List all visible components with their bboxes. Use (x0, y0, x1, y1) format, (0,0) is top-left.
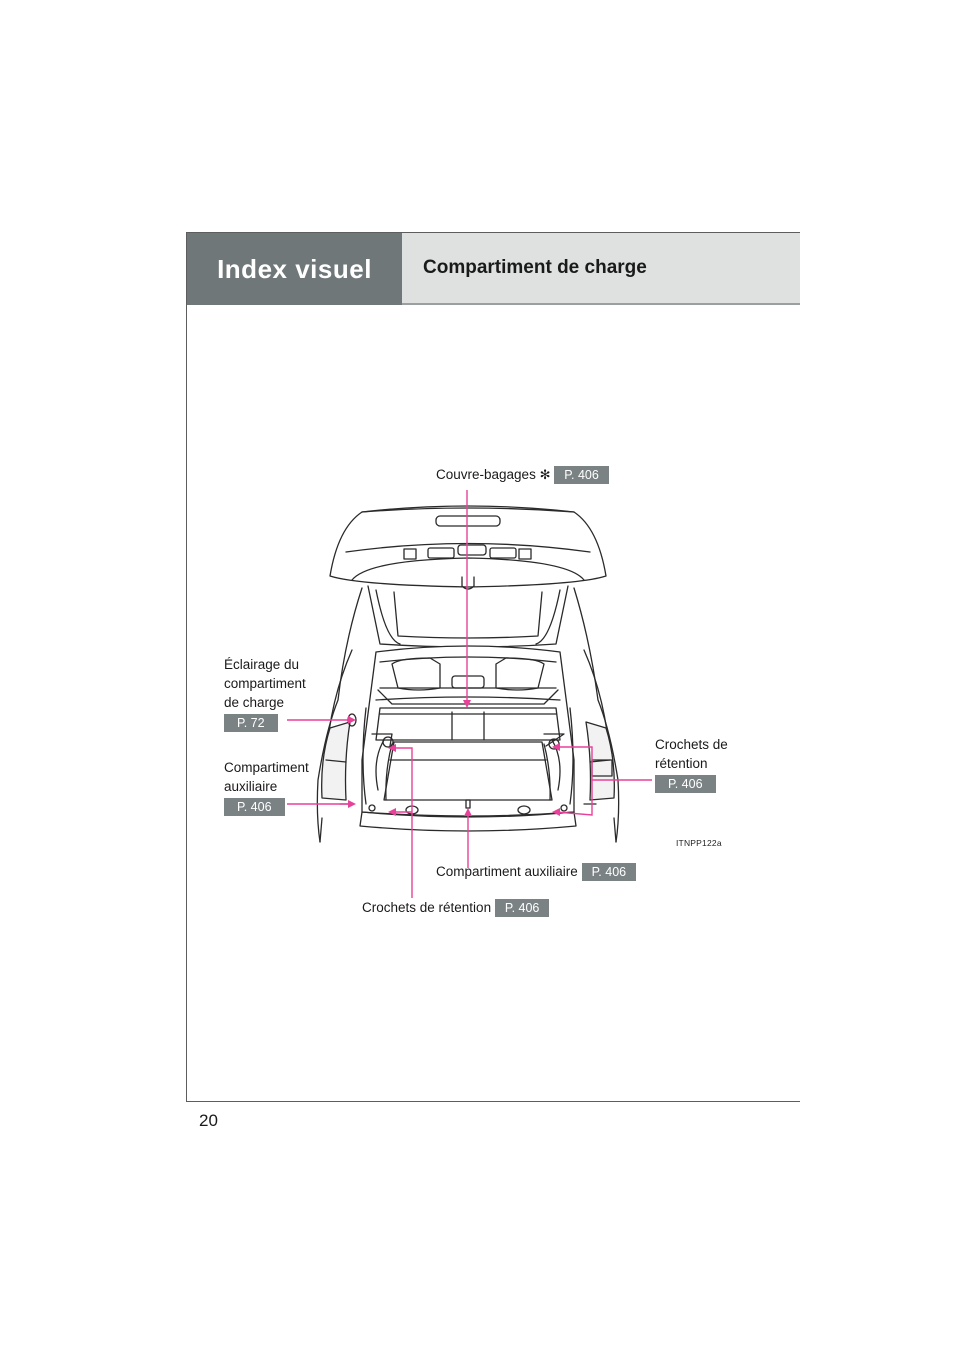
callout-tie-down-right: Crochets de rétention P. 406 (655, 735, 728, 794)
callout-tie-down-right-line2: rétention (655, 756, 708, 771)
callout-cargo-light: Éclairage du compartiment de charge P. 7… (224, 655, 306, 733)
callout-tonneau-cover-label: Couvre-bagages (436, 467, 536, 482)
callout-tie-down-bottom-label: Crochets de rétention (362, 900, 492, 915)
image-code: ITNPP122a (676, 838, 722, 848)
callout-aux-box-left: Compartiment auxiliaire P. 406 (224, 758, 309, 817)
section-tab: Index visuel (187, 233, 402, 305)
callout-cargo-light-line1: Éclairage du (224, 657, 300, 672)
page-ref-badge[interactable]: P. 406 (494, 899, 550, 918)
page-title: Compartiment de charge (402, 233, 800, 305)
callout-cargo-light-line3: de charge (224, 695, 285, 710)
frame-top-border (186, 232, 800, 233)
callout-aux-box-left-line2: auxiliaire (224, 779, 278, 794)
callout-tonneau-cover: Couvre-bagages ✻ P. 406 (436, 465, 609, 485)
callout-cargo-light-line2: compartiment (224, 676, 306, 691)
page-ref-badge[interactable]: P. 406 (554, 466, 609, 485)
page-ref-badge[interactable]: P. 406 (581, 863, 637, 882)
page-number: 20 (199, 1111, 218, 1130)
callout-aux-box-left-line1: Compartiment (224, 760, 309, 775)
callout-aux-box-bottom-label: Compartiment auxiliaire (436, 864, 578, 879)
callout-tie-down-bottom: Crochets de rétention P. 406 (362, 898, 550, 918)
frame-left-border (186, 232, 187, 1102)
page-header: Index visuel Compartiment de charge (187, 233, 800, 305)
frame-bottom-border (186, 1101, 800, 1102)
callout-tie-down-right-line1: Crochets de (655, 737, 728, 752)
page-ref-badge[interactable]: P. 406 (655, 775, 716, 794)
asterisk-icon: ✻ (539, 467, 551, 482)
callout-aux-box-bottom: Compartiment auxiliaire P. 406 (436, 862, 637, 882)
page-ref-badge[interactable]: P. 72 (224, 714, 278, 733)
page-ref-badge[interactable]: P. 406 (224, 798, 285, 817)
